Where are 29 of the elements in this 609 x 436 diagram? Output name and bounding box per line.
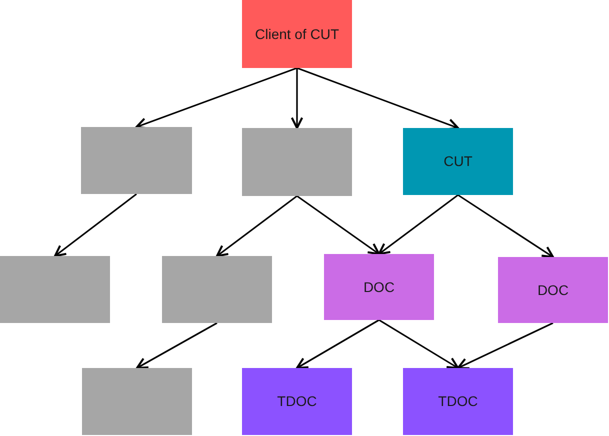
box-label: Client of CUT: [254, 24, 340, 44]
empty-box: [0, 256, 110, 323]
arrow: [458, 194, 554, 258]
empty-box: [242, 128, 352, 196]
box-label: TDOC: [277, 392, 317, 411]
arrow: [136, 322, 218, 370]
arrow: [296, 319, 380, 370]
process-box: [324, 254, 434, 320]
arrow: [378, 319, 460, 370]
empty-box: [82, 368, 192, 435]
process-box: [403, 128, 513, 195]
box-label: DOC: [363, 278, 395, 296]
arrow: [378, 194, 458, 256]
arrow: [54, 193, 137, 258]
empty-box: [162, 256, 272, 323]
process-box: [242, 368, 352, 435]
process-box: [498, 257, 608, 323]
arrow: [216, 195, 298, 258]
process-box: [403, 368, 513, 435]
arrow: [296, 67, 460, 130]
box-label: CUT: [444, 152, 472, 171]
arrow: [296, 195, 380, 256]
empty-box: [81, 127, 192, 194]
arrow: [135, 67, 298, 130]
arrow: [456, 322, 554, 370]
process-box: [242, 0, 352, 68]
box-label: TDOC: [438, 392, 478, 411]
arrow: [290, 68, 304, 130]
box-label: DOC: [537, 280, 569, 300]
